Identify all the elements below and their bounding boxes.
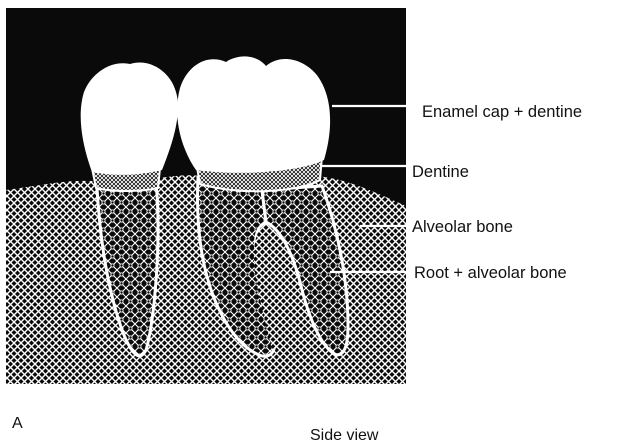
label-alveolar-bone: Alveolar bone: [412, 218, 513, 236]
label-root-alveolar-bone: Root + alveolar bone: [414, 264, 567, 282]
right-tooth-crown: [177, 56, 330, 172]
label-enamel-cap: Enamel cap + dentine: [422, 103, 582, 121]
label-dentine: Dentine: [412, 163, 469, 181]
panel-letter: A: [12, 415, 23, 432]
figure-caption: Side view: [310, 427, 379, 441]
left-tooth-crown: [81, 62, 178, 174]
